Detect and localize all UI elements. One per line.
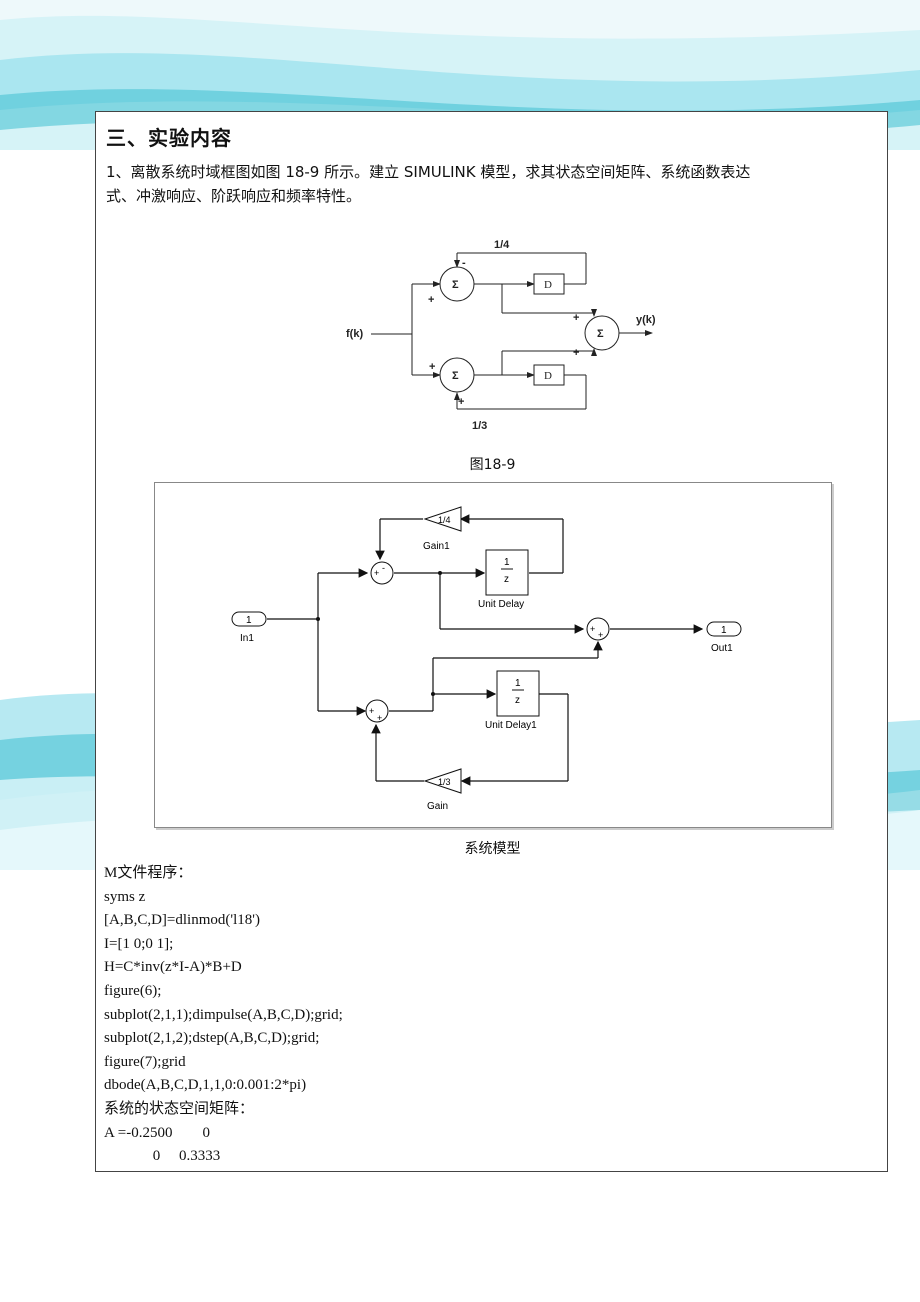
bottom-sum-node: [439, 357, 475, 393]
output-sum-plus-bottom: +: [573, 347, 579, 359]
section-heading: 三、实验内容: [106, 126, 232, 150]
gain1-name: Gain1: [423, 541, 450, 552]
code-line: 系统的状态空间矩阵：: [104, 1100, 255, 1117]
svg-text:1: 1: [515, 678, 521, 689]
task-description-line-2: 式、冲激响应、阶跃响应和频率特性。: [106, 187, 362, 205]
svg-text:+: +: [377, 713, 382, 723]
top-sum-minus: -: [462, 257, 466, 269]
simulink-model-figure: 1 In1 1 Out1 + - + + + + 1/4 Gain1 1/3 G…: [154, 482, 832, 828]
code-line: figure(6);: [104, 982, 162, 999]
simulink-diagram: 1 In1 1 Out1 + - + + + + 1/4 Gain1 1/3 G…: [231, 506, 742, 812]
unit-delay-block: [485, 549, 529, 596]
block-diagram-18-9: f(k) y(k) 1/4 1/3 Σ Σ Σ D D - + + + + + …: [346, 239, 656, 432]
out1-port-name: Out1: [711, 643, 733, 654]
matlab-code-listing: M文件程序： syms z [A,B,C,D]=dlinmod('l18') I=[1…: [104, 862, 343, 1169]
bottom-sum-symbol: Σ: [452, 370, 459, 382]
bottom-sum-plus-left: +: [429, 361, 435, 373]
out1-port: [706, 621, 742, 637]
unit-delay-name: Unit Delay: [478, 599, 524, 610]
code-line: H=C*inv(z*I-A)*B+D: [104, 959, 242, 976]
output-sum-symbol: Σ: [597, 328, 604, 340]
svg-text:z: z: [504, 574, 509, 585]
system-model-caption: 系统模型: [464, 841, 521, 857]
code-line: M文件程序：: [104, 865, 193, 881]
sum-output: [586, 617, 610, 641]
gain1-block: [423, 506, 462, 532]
unit-delay1-block: [496, 670, 540, 717]
code-line: [A,B,C,D]=dlinmod('l18'): [104, 912, 260, 929]
svg-text:1: 1: [504, 557, 510, 568]
svg-text:-: -: [382, 563, 385, 573]
unit-delay1-name: Unit Delay1: [485, 720, 537, 731]
task-description-line-1: 1、离散系统时域框图如图 18-9 所示。建立 SIMULINK 模型，求其状态…: [106, 163, 751, 181]
bottom-sum-plus-feedback: +: [458, 396, 464, 408]
top-delay-block: [533, 273, 565, 295]
content-frame: 三、实验内容 1、离散系统时域框图如图 18-9 所示。建立 SIMULINK …: [95, 111, 888, 1172]
code-line: I=[1 0;0 1];: [104, 935, 174, 952]
code-line: A =-0.2500 0: [104, 1124, 210, 1141]
svg-text:z: z: [515, 695, 520, 706]
input-label: f(k): [346, 328, 363, 340]
code-line: 0 0.3333: [104, 1148, 221, 1165]
in1-port-number: 1: [246, 615, 252, 626]
task-description: 1、离散系统时域框图如图 18-9 所示。建立 SIMULINK 模型，求其状态…: [106, 160, 881, 208]
bottom-delay-block: [533, 364, 565, 386]
svg-text:+: +: [374, 568, 379, 578]
output-sum-node: [584, 315, 620, 351]
in1-port-name: In1: [240, 633, 254, 644]
top-sum-symbol: Σ: [452, 279, 459, 291]
sum-bottom: [365, 699, 389, 723]
svg-text:1/3: 1/3: [438, 777, 451, 787]
top-sum-node: [439, 266, 475, 302]
top-gain-label: 1/4: [494, 239, 510, 251]
code-line: figure(7);grid: [104, 1053, 186, 1070]
svg-text:+: +: [369, 706, 374, 716]
output-sum-plus-top: +: [573, 312, 579, 324]
sum-top: [370, 561, 394, 585]
code-line: subplot(2,1,1);dimpulse(A,B,C,D);grid;: [104, 1006, 343, 1023]
figure-18-9-caption: 图18-9: [469, 457, 516, 473]
gain-name: Gain: [427, 801, 448, 812]
svg-text:+: +: [598, 630, 603, 640]
code-line: syms z: [104, 888, 146, 905]
output-label: y(k): [636, 314, 656, 326]
in1-port: [231, 611, 267, 627]
svg-text:1/4: 1/4: [438, 515, 451, 525]
code-line: dbode(A,B,C,D,1,1,0:0.001:2*pi): [104, 1077, 307, 1094]
bottom-gain-label: 1/3: [472, 420, 487, 432]
code-line: subplot(2,1,2);dstep(A,B,C,D);grid;: [104, 1030, 320, 1047]
bottom-delay-label: D: [544, 370, 552, 382]
svg-text:+: +: [590, 624, 595, 634]
gain-block: [423, 768, 462, 794]
out1-port-number: 1: [721, 625, 727, 636]
top-delay-label: D: [544, 279, 552, 291]
top-sum-plus: +: [428, 294, 434, 306]
